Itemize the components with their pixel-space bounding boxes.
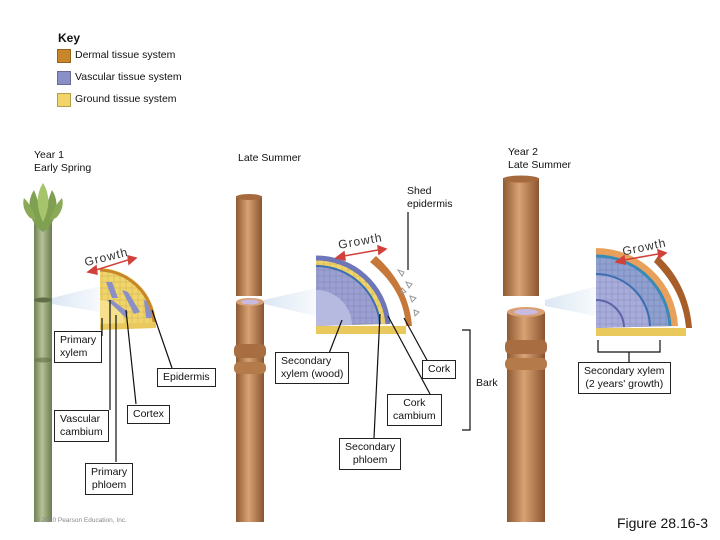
label-cork-cambium: Cork cambium: [387, 394, 442, 426]
label-primary-xylem: Primary xylem: [54, 331, 103, 363]
label-cork: Cork: [422, 360, 457, 379]
label-secondary-xylem-wood: Secondary xylem (wood): [275, 352, 350, 384]
label-epidermis: Epidermis: [157, 368, 216, 387]
key-label-dermal: Dermal tissue system: [75, 49, 176, 61]
label-cortex: Cortex: [127, 405, 170, 424]
label-shed-epidermis: Shed epidermis: [407, 185, 453, 210]
stage-late-summer: Late Summer: [238, 152, 302, 164]
stage-year2: Year 2 Late Summer: [508, 146, 572, 171]
label-primary-phloem: Primary phloem: [85, 463, 134, 495]
year1-cross-section: [52, 268, 156, 330]
copyright-notice: © 2010 Pearson Education, Inc.: [35, 517, 127, 524]
year2-lower-stem: [505, 307, 547, 522]
stage-year1: Year 1 Early Spring: [34, 149, 92, 174]
dermal-swatch: [57, 49, 71, 63]
label-vascular-cambium: Vascular cambium: [54, 410, 109, 442]
label-secondary-phloem: Secondary phloem: [339, 438, 402, 470]
key-title: Key: [58, 31, 81, 45]
year2-cross-section: [545, 247, 692, 336]
key-label-vascular: Vascular tissue system: [75, 71, 182, 83]
late-summer-upper-stem: [236, 194, 262, 296]
vascular-swatch: [57, 71, 71, 85]
growth-arrows: [86, 244, 668, 275]
late-summer-lower-stem: [234, 298, 266, 522]
label-secondary-xylem-2yr: Secondary xylem (2 years' growth): [578, 362, 671, 394]
label-bark: Bark: [476, 377, 498, 389]
key-label-ground: Ground tissue system: [75, 93, 177, 105]
year1-stem: [23, 183, 63, 522]
figure-caption: Figure 28.16-3: [616, 515, 708, 531]
leader-lines: [101, 212, 661, 462]
year2-upper-stem: [503, 175, 539, 296]
ground-swatch: [57, 93, 71, 107]
late-summer-cross-section: [264, 255, 420, 334]
